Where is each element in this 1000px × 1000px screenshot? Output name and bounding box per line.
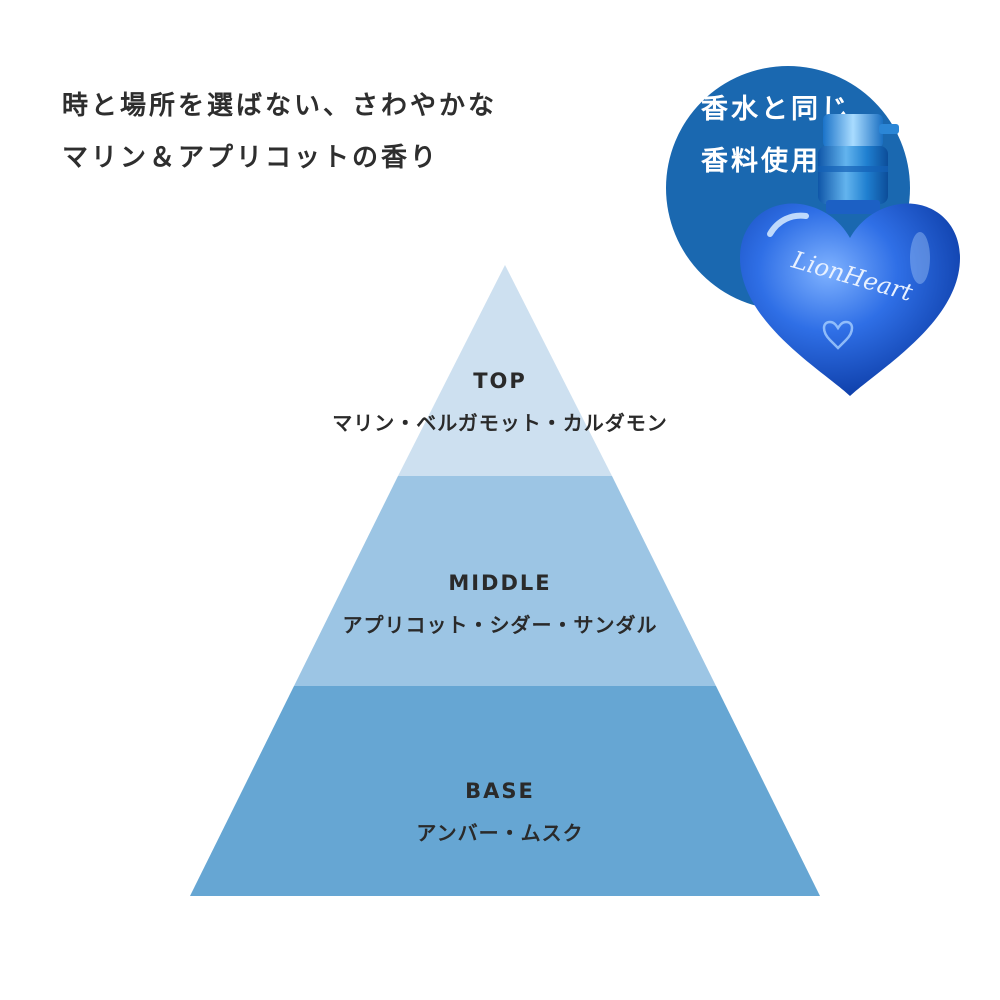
middle-notes-title: MIDDLE bbox=[448, 571, 552, 595]
base-notes-title: BASE bbox=[465, 779, 535, 803]
base-notes-list: アンバー・ムスク bbox=[416, 821, 584, 845]
top-notes-title: TOP bbox=[473, 369, 527, 393]
headline-line-2: マリン＆アプリコットの香り bbox=[62, 143, 440, 173]
perfume-bottle-image: LionHeart bbox=[740, 114, 960, 396]
headline: 時と場所を選ばない、さわやかな マリン＆アプリコットの香り bbox=[62, 80, 497, 184]
pyramid-tier-middle bbox=[294, 476, 716, 686]
middle-notes-list: アプリコット・シダー・サンダル bbox=[342, 613, 658, 637]
top-notes-list: マリン・ベルガモット・カルダモン bbox=[332, 411, 668, 435]
middle-notes: MIDDLE アプリコット・シダー・サンダル bbox=[0, 568, 1000, 640]
headline-line-1: 時と場所を選ばない、さわやかな bbox=[62, 91, 498, 121]
pyramid-tier-top bbox=[398, 265, 612, 476]
base-notes: BASE アンバー・ムスク bbox=[0, 776, 1000, 848]
pyramid-tier-base bbox=[190, 686, 820, 896]
top-notes: TOP マリン・ベルガモット・カルダモン bbox=[0, 366, 1000, 438]
